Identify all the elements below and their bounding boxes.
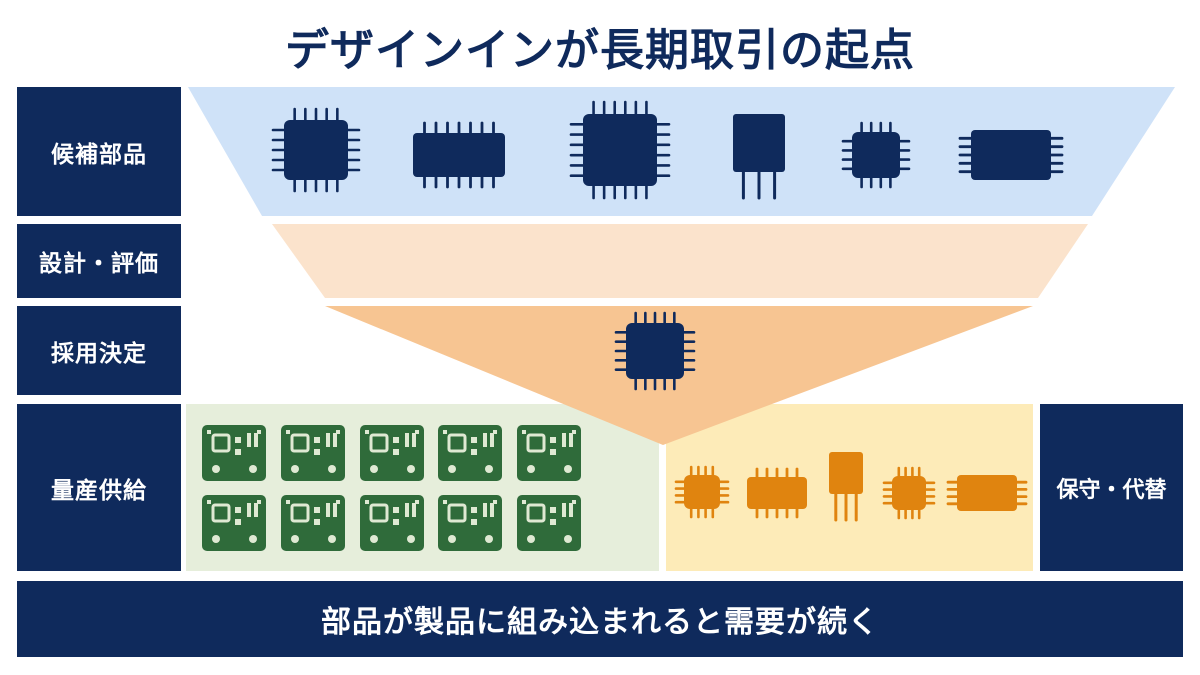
circuit-board-icon-3	[360, 425, 424, 481]
stage-label-candidate-parts: 候補部品	[17, 87, 181, 216]
chip-icon-candidate-3	[569, 100, 671, 200]
circuit-board-icon-1	[202, 425, 266, 481]
chip-icon-selected	[614, 311, 696, 391]
circuit-board-icon-8	[360, 495, 424, 551]
circuit-board-icon-6	[202, 495, 266, 551]
circuit-board-icon-7	[281, 495, 345, 551]
circuit-board-icon-4	[438, 425, 502, 481]
chip-icon-candidate-6	[958, 130, 1064, 180]
stage-label-mass-supply: 量産供給	[17, 404, 181, 571]
page-title: デザインインが長期取引の起点	[285, 25, 915, 76]
chip-icon-replacement-1	[674, 465, 730, 519]
band-design-evaluation	[272, 224, 1088, 298]
funnel-icons	[202, 100, 1064, 551]
circuit-board-icon-2	[281, 425, 345, 481]
circuit-board-icon-5	[517, 425, 581, 481]
chip-icon-candidate-2	[413, 121, 505, 189]
side-label-maintenance-replacement: 保守・代替	[1040, 404, 1183, 571]
circuit-board-icon-10	[517, 495, 581, 551]
transistor-icon-candidate-4	[733, 114, 785, 200]
chip-icon-candidate-1	[271, 107, 361, 193]
circuit-board-icon-9	[438, 495, 502, 551]
chip-icon-candidate-5	[841, 121, 911, 189]
stage-label-adoption-decision: 採用決定	[17, 306, 181, 395]
chip-icon-replacement-5	[946, 475, 1028, 511]
transistor-icon-replacement-3	[829, 452, 863, 522]
stage-label-design-evaluation: 設計・評価	[17, 224, 181, 298]
chip-icon-replacement-2	[747, 467, 807, 519]
chip-icon-replacement-4	[882, 466, 936, 520]
bottom-banner: 部品が製品に組み込まれると需要が続く	[17, 581, 1183, 657]
